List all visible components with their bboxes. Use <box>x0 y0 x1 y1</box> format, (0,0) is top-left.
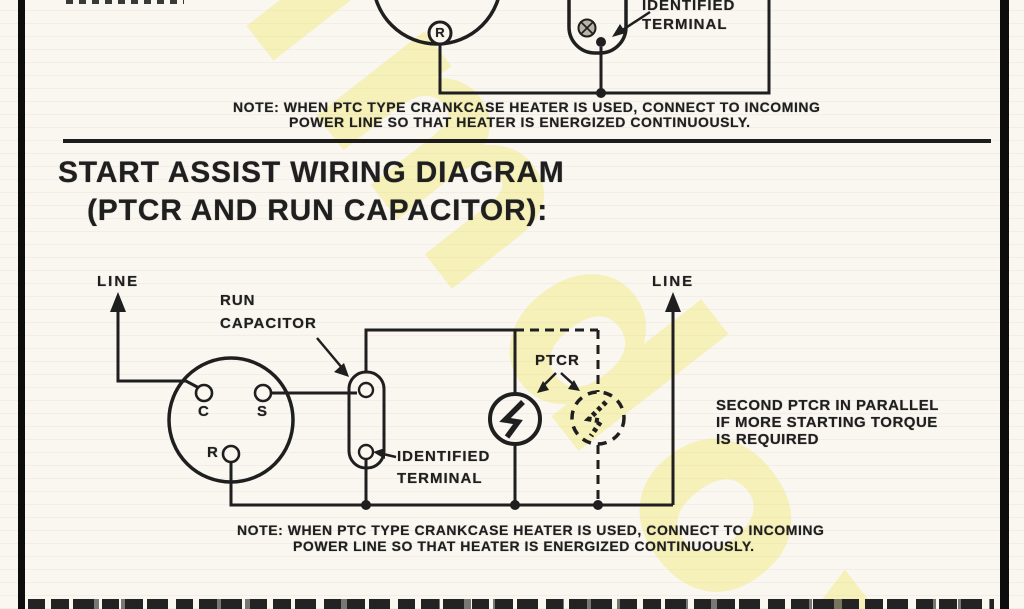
top-note-line1: NOTE: WHEN PTC TYPE CRANKCASE HEATER IS … <box>233 99 821 115</box>
ptcr-dashed-bolt <box>583 400 608 438</box>
left-line-arrowhead <box>110 292 126 312</box>
bus-junction-dot-1 <box>361 500 371 510</box>
terminal-r-circle <box>221 444 241 464</box>
top-start-device-outline <box>567 0 628 55</box>
parallel-note-line3: IS REQUIRED <box>716 431 820 448</box>
cropped-text-fragment-top <box>66 0 184 4</box>
page-right-border <box>1000 0 1009 609</box>
ptcr-arrow-right-line <box>560 372 574 385</box>
top-hatched-terminal <box>577 18 597 38</box>
top-identified-label-line2: TERMINAL <box>642 16 728 33</box>
line-label-left: LINE <box>97 273 140 290</box>
capacitor-top-terminal <box>357 381 375 399</box>
watermark-text: jimdow <box>117 0 1024 609</box>
section-divider <box>63 139 991 143</box>
top-identified-arrowhead <box>612 24 626 37</box>
run-capacitor-label-line2: CAPACITOR <box>220 315 317 332</box>
terminal-s-label: S <box>257 403 269 420</box>
left-line-wire <box>116 303 202 391</box>
compressor-circle <box>167 356 295 484</box>
top-identified-label-line1: IDENTIFIED <box>642 0 736 14</box>
wire-capacitor-to-ptcr <box>364 328 517 394</box>
identified-arrow-line <box>382 452 397 459</box>
terminal-r-label: R <box>207 444 219 461</box>
top-terminal-r-label: R <box>435 25 445 40</box>
top-note-line2: POWER LINE SO THAT HEATER IS ENERGIZED C… <box>289 114 751 130</box>
terminal-c-circle <box>194 383 214 403</box>
ptcr-label: PTCR <box>535 352 580 369</box>
top-hatched-terminal-hatch <box>580 21 594 35</box>
bus-junction-dot-2 <box>510 500 520 510</box>
top-junction-dot <box>596 88 606 98</box>
bus-junction-dot-3 <box>593 500 603 510</box>
identified-terminal-label-line1: IDENTIFIED <box>397 448 491 465</box>
top-identified-terminal-dot <box>596 37 606 47</box>
terminal-c-label: C <box>198 403 210 420</box>
capacitor-bottom-terminal <box>357 443 375 461</box>
ptcr-solid-bolt <box>499 400 525 439</box>
ptcr-arrowhead-right <box>568 380 580 391</box>
right-line-arrowhead <box>665 292 681 312</box>
parallel-note-line1: SECOND PTCR IN PARALLEL <box>716 397 939 414</box>
cropped-text-row-bottom <box>28 599 994 609</box>
identified-arrowhead <box>373 448 385 459</box>
bottom-note-line2: POWER LINE SO THAT HEATER IS ENERGIZED C… <box>293 538 755 554</box>
ptcr-arrowhead-left <box>537 381 549 393</box>
identified-terminal-label-line2: TERMINAL <box>397 470 483 487</box>
line-label-right: LINE <box>652 273 695 290</box>
ptcr-dashed-circle <box>570 390 626 446</box>
run-capacitor-arrow-line <box>316 337 344 370</box>
run-capacitor-outline <box>347 370 386 470</box>
ptcr-arrow-left-line <box>543 372 557 386</box>
run-capacitor-label-line1: RUN <box>220 292 256 309</box>
page-left-border <box>18 0 25 609</box>
ptcr-solid-circle <box>488 392 542 446</box>
page-title-line1: START ASSIST WIRING DIAGRAM <box>58 156 565 189</box>
parallel-note-line2: IF MORE STARTING TORQUE <box>716 414 938 431</box>
bottom-note-line1: NOTE: WHEN PTC TYPE CRANKCASE HEATER IS … <box>237 522 825 538</box>
page-title-line2: (PTCR AND RUN CAPACITOR): <box>87 194 549 227</box>
run-capacitor-arrowhead <box>334 363 349 377</box>
terminal-s-circle <box>253 383 273 403</box>
